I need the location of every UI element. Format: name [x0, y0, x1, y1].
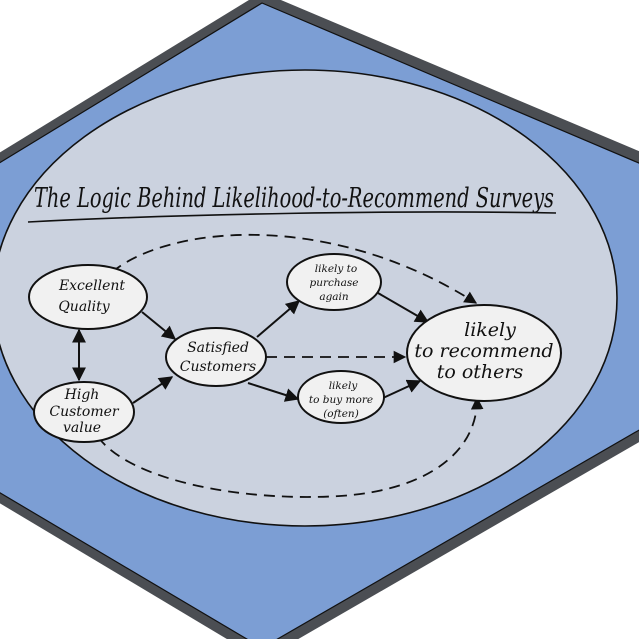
node-label-line: purchase — [309, 277, 358, 289]
node-label-line: (often) — [323, 408, 359, 420]
node-likely-to-buy-more: likely to buy more (often) — [297, 370, 385, 424]
node-likely-to-purchase-again: likely to purchase again — [286, 253, 382, 311]
node-satisfied-customers: Satisfied Customers — [165, 327, 267, 387]
edge-value-to-recommend — [97, 396, 484, 498]
node-label-line: likely — [464, 319, 516, 341]
node-high-customer-value: High Customer value — [33, 381, 135, 443]
edge-buy-more-to-recommend — [382, 379, 422, 399]
diagram-title: The Logic Behind Likelihood-to-Recommend… — [34, 183, 554, 214]
node-label-line: High — [64, 387, 100, 403]
node-label-line: Satisfied — [187, 340, 249, 356]
node-label-line: to buy more — [309, 394, 373, 406]
edge-quality-to-recommend — [111, 233, 478, 304]
node-label-line: value — [63, 420, 101, 436]
node-label-line: Excellent — [58, 278, 125, 294]
edge-quality-to-satisfied — [141, 311, 177, 340]
node-label-line: Customer — [49, 404, 120, 420]
edge-value-to-satisfied — [132, 376, 174, 404]
node-likely-to-recommend: likely to recommend to others — [406, 304, 562, 402]
node-label-line: to others — [437, 361, 524, 383]
title-underline — [27, 211, 557, 223]
node-label-line: to recommend — [414, 340, 553, 362]
edge-satisfied-to-purchase — [256, 300, 301, 338]
node-label-line: likely — [329, 380, 359, 392]
node-label-line: likely to — [315, 263, 357, 275]
node-label-line: Customers — [180, 359, 256, 375]
edge-satisfied-to-buy-more — [247, 382, 300, 402]
edge-purchase-to-recommend — [377, 292, 430, 323]
node-label-line: Quality — [58, 299, 110, 315]
node-excellent-quality: Excellent Quality — [28, 264, 148, 330]
node-label-line: again — [319, 291, 349, 303]
